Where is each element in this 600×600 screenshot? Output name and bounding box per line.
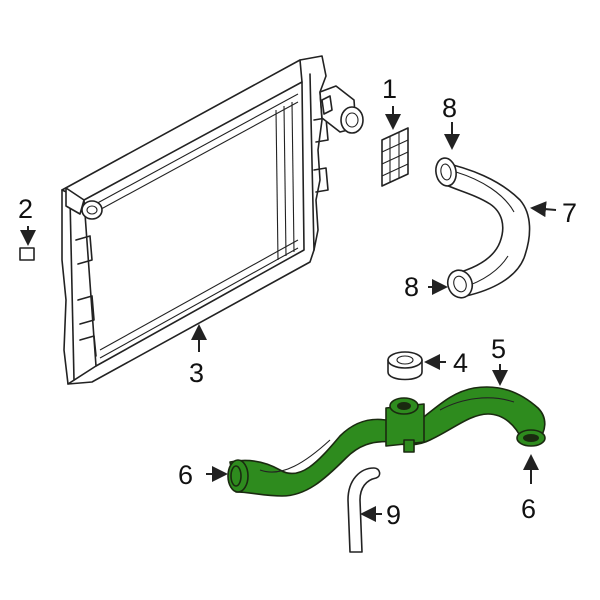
- callout-6-left: 6: [178, 460, 193, 490]
- lower-radiator-hose-highlighted: [227, 386, 546, 497]
- callout-labels: 1 2 3 4 5 6 6 7 8 8 9: [18, 74, 577, 530]
- callout-2: 2: [18, 194, 33, 224]
- part-1-seal-pad: [381, 127, 409, 187]
- radiator: [61, 55, 364, 385]
- part-4-cap: [387, 351, 423, 381]
- part-9-small-hose: [347, 467, 381, 553]
- callout-4: 4: [453, 348, 468, 378]
- callout-8-top: 8: [442, 93, 457, 123]
- callout-5: 5: [491, 334, 506, 364]
- part-2-label: [19, 247, 35, 261]
- leader-arrows: [20, 106, 557, 522]
- callout-8-bottom: 8: [404, 272, 419, 302]
- upper-radiator-hose: [435, 157, 531, 299]
- callout-3: 3: [189, 358, 204, 388]
- callout-1: 1: [382, 74, 397, 104]
- callout-7: 7: [562, 198, 577, 228]
- callout-9: 9: [386, 500, 401, 530]
- callout-6-right: 6: [521, 494, 536, 524]
